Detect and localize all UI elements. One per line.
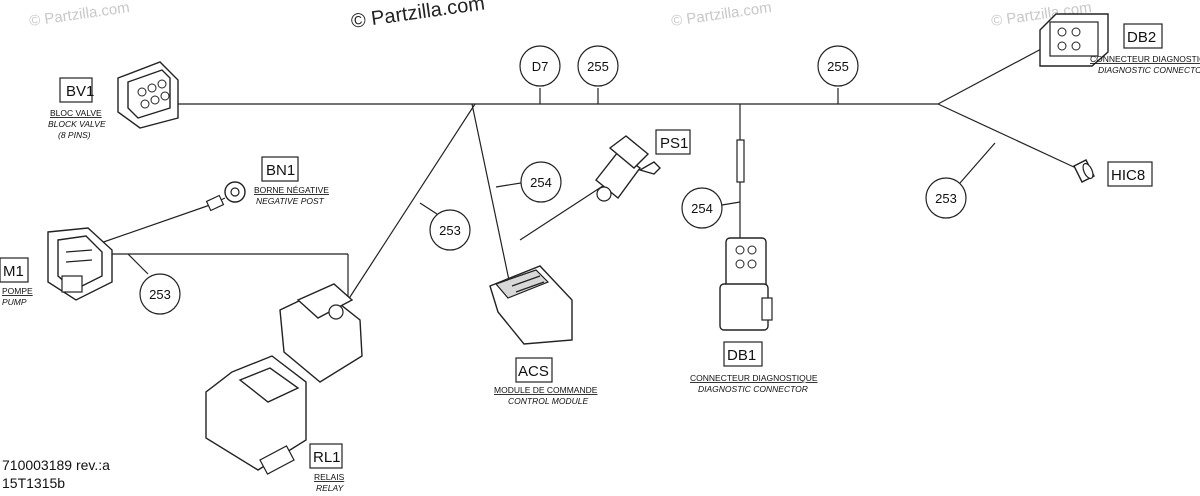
db1-caption-fr: CONNECTEUR DIAGNOSTIQUE — [690, 373, 818, 383]
m1-label: M1 POMPE PUMP — [0, 257, 33, 307]
callout-254-ps1: 254 — [520, 161, 562, 203]
callout-254-db1-text: 254 — [691, 201, 713, 216]
callout-255-center: 255 — [577, 45, 619, 87]
db2-caption-fr: CONNECTEUR DIAGNOSTIQUE — [1090, 54, 1200, 64]
watermark-faded-left: © Partzilla.com — [28, 0, 130, 30]
bn1-label: BN1 BORNE NÉGATIVE NEGATIVE POST — [254, 156, 329, 206]
rl1-caption-en: RELAY — [316, 483, 345, 493]
ps1-sensor-illustration — [595, 135, 661, 202]
callout-254-ps1-text: 254 — [530, 175, 552, 190]
callout-255-right: 255 — [817, 45, 859, 87]
m1-caption-fr: POMPE — [2, 286, 33, 296]
callout-253-pump-text: 253 — [149, 287, 171, 302]
db1-diagnostic-connector-illustration — [719, 237, 773, 331]
rl1-label: RL1 RELAIS RELAY — [309, 443, 345, 493]
callout-253-relay: 253 — [429, 209, 471, 251]
db2-diagnostic-connector-illustration — [1039, 13, 1109, 67]
m1-caption-en: PUMP — [2, 297, 27, 307]
part-number-reference: 710003189 rev.:a — [2, 457, 110, 473]
db2-label: DB2 CONNECTEUR DIAGNOSTIQUE DIAGNOSTIC C… — [1090, 23, 1200, 75]
db1-code: DB1 — [727, 347, 756, 364]
hic8-label: HIC8 — [1107, 161, 1153, 187]
db2-code: DB2 — [1127, 29, 1156, 46]
rl1-relay-illustration — [205, 355, 307, 475]
harness-wires — [91, 39, 1077, 301]
callout-d7-text: D7 — [532, 59, 549, 74]
bn1-code: BN1 — [266, 162, 295, 179]
m1-code: M1 — [3, 263, 24, 280]
watermark-faded-middle: © Partzilla.com — [670, 0, 772, 30]
callout-253-hic8: 253 — [925, 177, 967, 219]
m1-pump-connector-illustration — [47, 227, 113, 301]
bv1-connector-illustration — [117, 61, 179, 129]
acs-label: ACS MODULE DE COMMANDE CONTROL MODULE — [494, 357, 598, 406]
rl1-caption-fr: RELAIS — [314, 472, 345, 482]
rl1-relay-holder-illustration — [279, 283, 363, 383]
rl1-code: RL1 — [313, 449, 341, 466]
callout-253-hic8-text: 253 — [935, 191, 957, 206]
bn1-ring-terminal-illustration — [205, 181, 246, 212]
watermark-main: © Partzilla.com — [350, 0, 487, 33]
callout-254-db1: 254 — [681, 187, 723, 229]
bv1-caption-extra: (8 PINS) — [58, 130, 91, 140]
bn1-caption-en: NEGATIVE POST — [256, 196, 325, 206]
db1-caption-en: DIAGNOSTIC CONNECTOR — [698, 384, 808, 394]
bv1-caption-en: BLOCK VALVE — [48, 119, 106, 129]
drawing-code-reference: 15T1315b — [2, 475, 65, 491]
callout-d7: D7 — [519, 45, 561, 87]
callout-255-center-text: 255 — [587, 59, 609, 74]
bv1-caption-fr: BLOC VALVE — [50, 108, 102, 118]
acs-code: ACS — [518, 363, 549, 380]
acs-control-module-illustration — [489, 265, 573, 345]
bv1-code: BV1 — [66, 83, 94, 100]
db2-caption-en: DIAGNOSTIC CONNECTOR — [1098, 65, 1200, 75]
callout-255-right-text: 255 — [827, 59, 849, 74]
acs-caption-fr: MODULE DE COMMANDE — [494, 385, 598, 395]
hic8-code: HIC8 — [1111, 167, 1145, 184]
callout-253-relay-text: 253 — [439, 223, 461, 238]
bn1-caption-fr: BORNE NÉGATIVE — [254, 185, 329, 195]
ps1-code: PS1 — [660, 135, 688, 152]
acs-caption-en: CONTROL MODULE — [508, 396, 588, 406]
bv1-label: BV1 BLOC VALVE BLOCK VALVE (8 PINS) — [48, 77, 106, 140]
db1-label: DB1 CONNECTEUR DIAGNOSTIQUE DIAGNOSTIC C… — [690, 341, 818, 394]
hic8-plug-illustration — [1073, 159, 1095, 183]
callout-253-pump: 253 — [139, 273, 181, 315]
ps1-label: PS1 — [655, 129, 691, 155]
